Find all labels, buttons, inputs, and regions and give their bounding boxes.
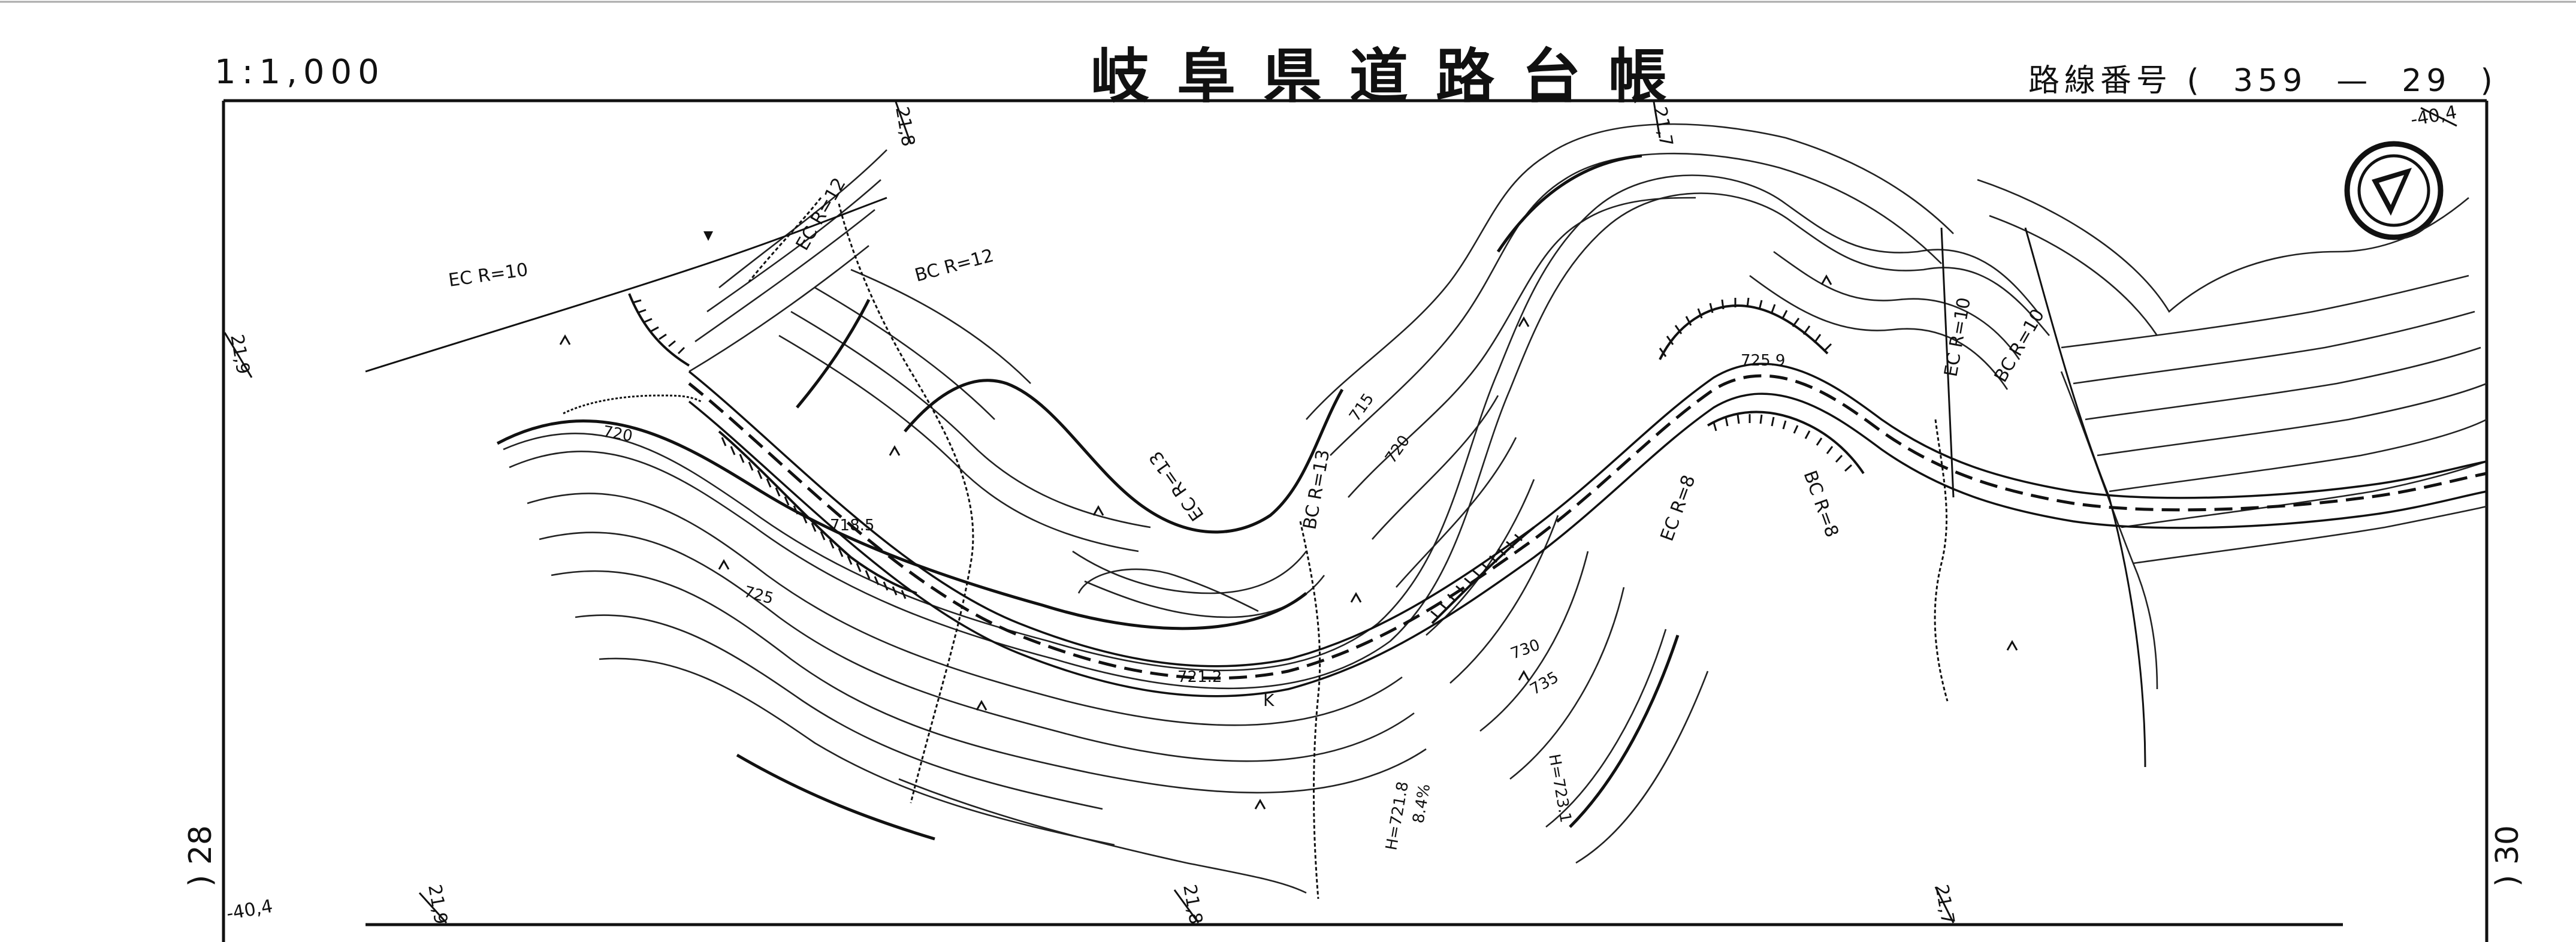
route-number: 路線番号 ( 359 — 29 ) — [2028, 55, 2498, 100]
grade-label: 8.4% — [1409, 783, 1434, 825]
slope-hachures — [563, 293, 1865, 624]
adjacent-left-paren: ) — [183, 874, 219, 887]
route-dash: — — [2336, 63, 2373, 99]
curve-label-ec-r10-left: EC R=10 — [447, 259, 529, 291]
elevation-725-9: 725.9 — [1741, 352, 1785, 370]
survey-marker — [703, 231, 713, 241]
contour-label-715: 715 — [1346, 390, 1378, 425]
height-label-723-1: H=723.1 — [1545, 753, 1575, 824]
page-title: 岐阜県道路台帳 — [1091, 42, 1695, 111]
route-number-label: 路線番号 — [2028, 63, 2173, 99]
curve-label-bc-r10-right: BC R=10 — [1991, 306, 2049, 386]
grid-label-bottom-left-40-4: -40,4 — [225, 896, 274, 925]
curve-label-bc-r8: BC R=8 — [1799, 468, 1842, 541]
adjacent-sheet-right: ) 30 — [2490, 825, 2526, 887]
adjacent-right-paren: ) — [2490, 874, 2526, 887]
ridge-lines — [748, 197, 1949, 899]
route-number-value: 359 — [2233, 63, 2308, 99]
curve-labels: EC R=10 EC R=12 BC R=12 EC R=13 BC R=13 … — [447, 174, 2049, 544]
height-label-721-8: H=721.8 — [1382, 780, 1412, 852]
adjacent-left-number: 28 — [183, 825, 219, 865]
grid-label-top-21-8: 21,8 — [891, 105, 919, 148]
grid-ticks — [224, 101, 2457, 924]
contour-label-735: 735 — [1527, 668, 1562, 699]
curve-label-ec-r8: EC R=8 — [1657, 472, 1700, 544]
adjacent-sheet-left: ) 28 — [183, 825, 219, 887]
adjacent-right-number: 30 — [2490, 825, 2526, 865]
elevation-718-5: 718.5 — [830, 517, 874, 535]
route-sheet-value: 29 — [2402, 63, 2451, 99]
grid-labels: 21,8 21,7 -40,4 21,9 -40,4 21,9 21,8 21,… — [225, 102, 2459, 926]
map-scale: 1:1,000 — [215, 53, 385, 92]
north-arrow — [2344, 141, 2444, 240]
route-close-paren: ) — [2480, 63, 2498, 99]
contour-label-730: 730 — [1508, 636, 1542, 663]
marker-k: K — [1263, 690, 1275, 710]
index-contours — [496, 154, 1680, 841]
grid-label-bottom-21-7: 21,7 — [1931, 883, 1958, 926]
elevation-721-2: 721.2 — [1177, 668, 1222, 686]
curve-label-bc-r13: BC R=13 — [1299, 448, 1334, 532]
grid-label-left-21-9: 21,9 — [226, 333, 253, 376]
curve-label-bc-r12: BC R=12 — [913, 245, 996, 286]
contour-lines — [503, 123, 2487, 894]
contour-label-725: 725 — [742, 583, 775, 608]
route-open-paren: ( — [2187, 63, 2204, 99]
grid-label-top-right-40-4: -40,4 — [2409, 102, 2459, 131]
road-alignment — [365, 197, 2487, 768]
grid-label-bottom-21-9: 21,9 — [424, 883, 451, 926]
grid-label-bottom-21-8: 21,8 — [1179, 883, 1206, 926]
vegetation-symbols — [559, 274, 2018, 810]
